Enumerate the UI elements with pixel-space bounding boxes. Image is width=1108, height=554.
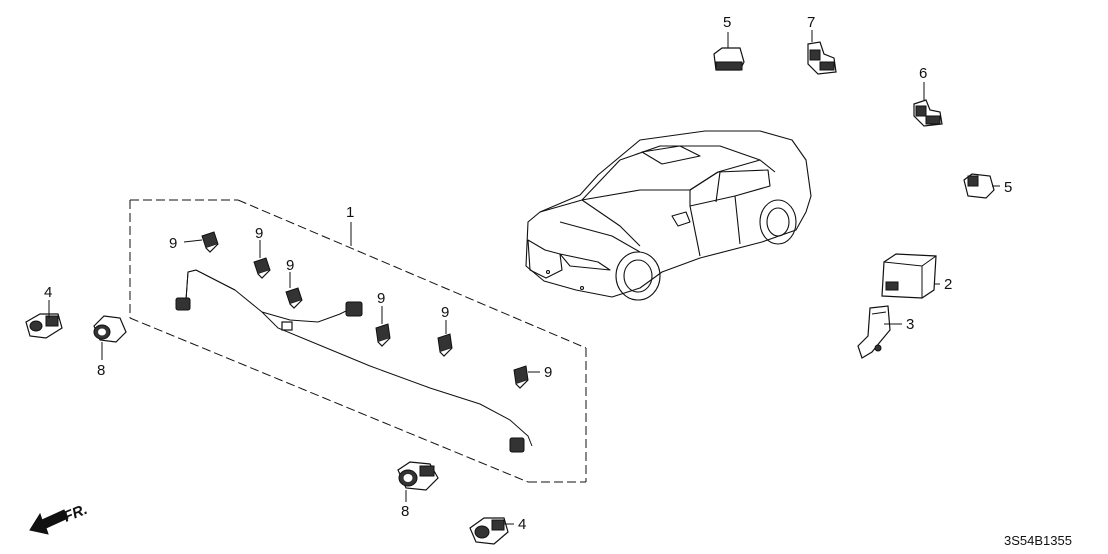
sensor-retainer-part-4 bbox=[25, 313, 63, 339]
mounting-bracket-part-3 bbox=[857, 305, 891, 359]
callout-7: 7 bbox=[807, 14, 815, 31]
callout-4: 4 bbox=[518, 516, 526, 533]
harness-clips bbox=[201, 231, 529, 389]
sensor-retainer-part-4 bbox=[469, 517, 509, 545]
clip-part-9 bbox=[253, 257, 271, 279]
sensor-bracket-part-6 bbox=[913, 99, 943, 127]
wire-harness bbox=[175, 269, 533, 453]
sensor-bracket-part-5 bbox=[963, 173, 995, 199]
callout-9: 9 bbox=[441, 304, 449, 321]
front-direction-arrow: FR. bbox=[29, 501, 90, 535]
arrow-icon bbox=[29, 509, 69, 535]
parking-sensor-part-8 bbox=[93, 315, 127, 343]
callout-1: 1 bbox=[346, 204, 354, 221]
clip-part-9 bbox=[513, 365, 529, 389]
callout-9: 9 bbox=[169, 235, 177, 252]
callout-4: 4 bbox=[44, 284, 52, 301]
callout-9: 9 bbox=[377, 290, 385, 307]
clip-part-9 bbox=[201, 231, 219, 253]
parking-sensor-part-8 bbox=[397, 461, 439, 491]
diagram-code: 3S54B1355 bbox=[1004, 533, 1072, 548]
callout-5: 5 bbox=[723, 14, 731, 31]
sensor-bracket-part-5 bbox=[713, 47, 745, 71]
vehicle-illustration bbox=[525, 130, 812, 301]
callout-9: 9 bbox=[255, 225, 263, 242]
front-direction-label: FR. bbox=[61, 501, 90, 526]
clip-part-9 bbox=[285, 287, 303, 309]
callout-8: 8 bbox=[97, 362, 105, 379]
callout-labels: 1 2 3 4 4 5 5 6 7 8 8 9 9 9 9 9 9 bbox=[44, 14, 1012, 533]
clip-part-9 bbox=[375, 323, 391, 347]
callout-9: 9 bbox=[286, 257, 294, 274]
callout-8: 8 bbox=[401, 503, 409, 520]
callout-2: 2 bbox=[944, 276, 952, 293]
callout-6: 6 bbox=[919, 65, 927, 82]
sensor-bracket-part-7 bbox=[807, 41, 837, 75]
clip-part-9 bbox=[437, 333, 453, 357]
callout-9: 9 bbox=[544, 364, 552, 381]
control-unit-part-2 bbox=[881, 253, 937, 299]
callout-5: 5 bbox=[1004, 179, 1012, 196]
callout-3: 3 bbox=[906, 316, 914, 333]
harness-assembly-box bbox=[129, 199, 587, 483]
leader-lines bbox=[48, 30, 1000, 525]
